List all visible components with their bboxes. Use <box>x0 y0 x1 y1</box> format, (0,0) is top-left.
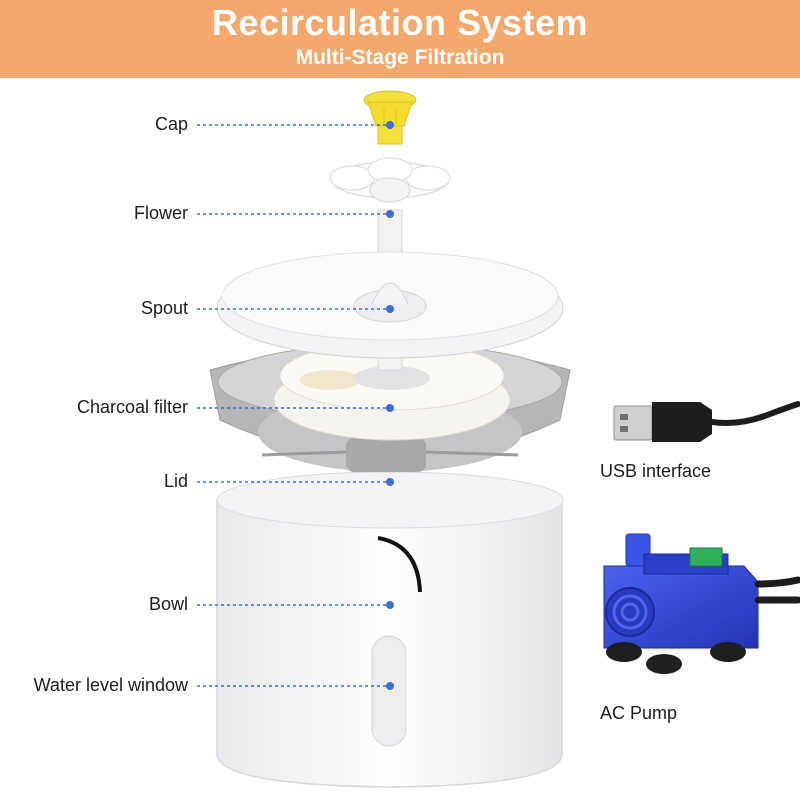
title-banner: Recirculation System Multi-Stage Filtrat… <box>0 0 800 78</box>
leader-dots <box>386 121 394 690</box>
flower-shape <box>329 157 451 203</box>
dot-bowl <box>386 601 394 609</box>
leader-lines <box>197 124 386 687</box>
dot-water-level-window <box>386 682 394 690</box>
dot-lid <box>386 478 394 486</box>
dot-charcoal-filter <box>386 404 394 412</box>
banner-title: Recirculation System <box>211 2 589 43</box>
dot-cap <box>386 121 394 129</box>
label-flower: Flower <box>133 203 188 223</box>
label-water-level-window: Water level window <box>33 675 188 695</box>
bowl-shape <box>216 471 564 788</box>
dot-flower <box>386 210 394 218</box>
charcoal-filter-shape <box>273 341 511 441</box>
label-cap: Cap <box>154 114 188 134</box>
usb-cable-icon <box>613 401 800 442</box>
label-bowl: Bowl <box>148 594 188 614</box>
cap-shape <box>363 90 417 145</box>
banner-subtitle: Multi-Stage Filtration <box>295 46 505 69</box>
water-window-shape <box>371 635 407 747</box>
dot-spout <box>386 305 394 313</box>
label-lid: Lid <box>163 471 188 491</box>
label-ac-pump: AC Pump <box>600 703 678 723</box>
label-charcoal-filter: Charcoal filter <box>76 397 188 417</box>
label-usb-interface: USB interface <box>600 461 712 481</box>
label-spout: Spout <box>140 298 188 318</box>
pump-icon <box>603 533 800 674</box>
